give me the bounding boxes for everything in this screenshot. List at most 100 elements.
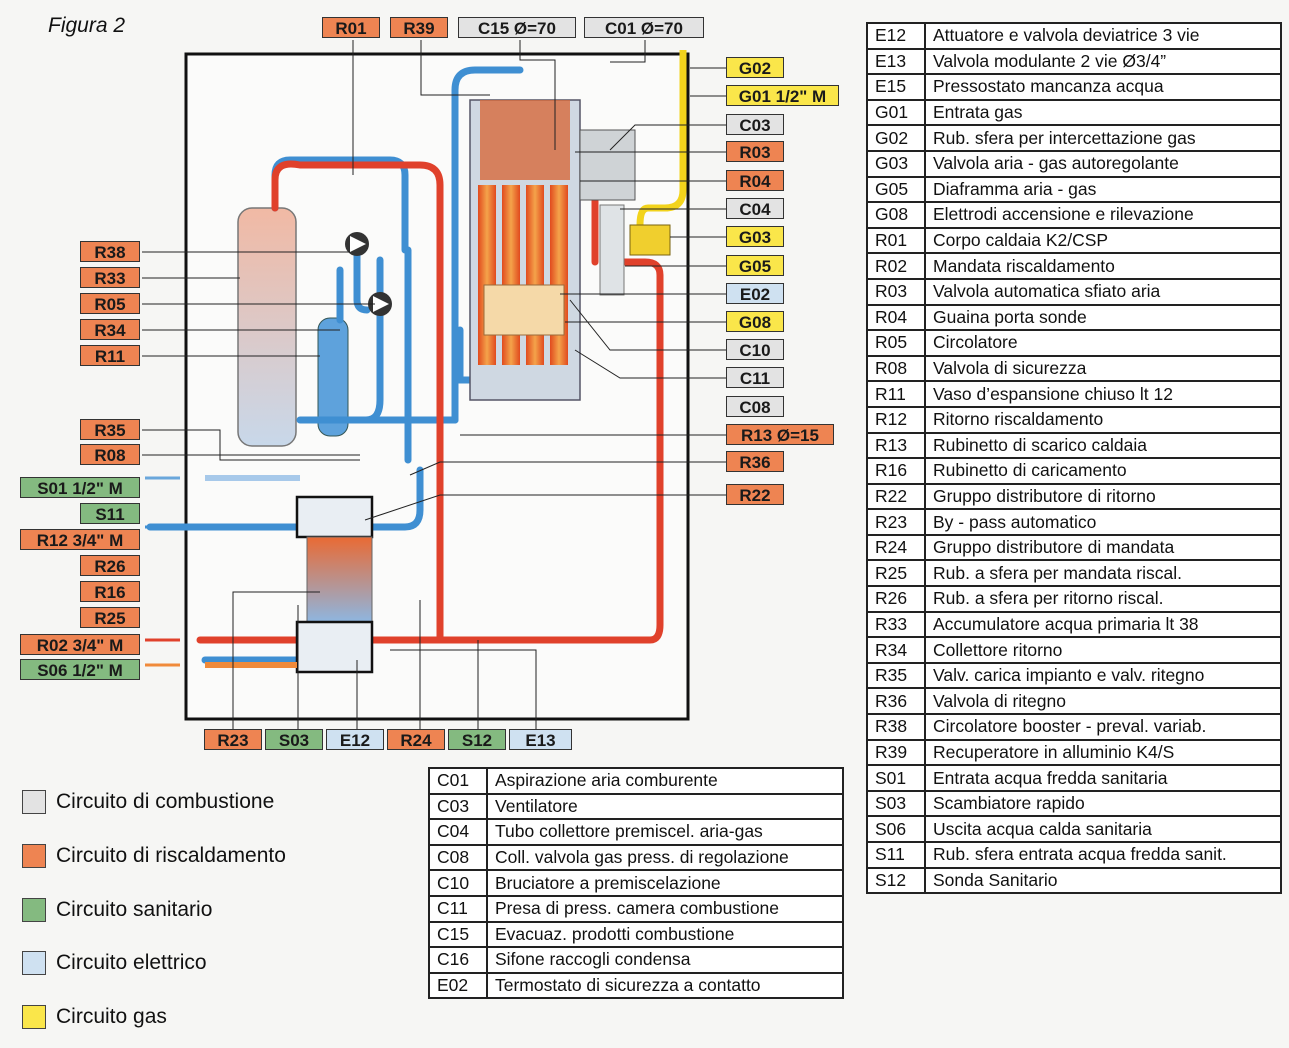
table-desc: Scambiatore rapido <box>924 789 1282 818</box>
table-code: E12 <box>866 22 926 50</box>
table-desc: Rubinetto di scarico caldaia <box>924 431 1282 460</box>
legend-swatch <box>22 1005 46 1029</box>
label-r01: R01 <box>322 17 380 38</box>
table-desc: Bruciatore a premiscelazione <box>486 869 844 897</box>
table-code: R25 <box>866 559 926 588</box>
table-desc: Aspirazione aria comburente <box>486 767 844 795</box>
recuperator <box>480 100 570 180</box>
distributor-flow <box>295 620 374 674</box>
expansion-vessel <box>317 317 349 437</box>
table-code: C04 <box>428 818 488 846</box>
label-r35: R35 <box>80 419 140 440</box>
legend-item-riscaldamento: Circuito di riscaldamento <box>22 840 362 870</box>
table-code: R23 <box>866 508 926 536</box>
table-code: R11 <box>866 380 926 408</box>
table-desc: Corpo caldaia K2/CSP <box>924 226 1282 255</box>
table-desc: Sifone raccogli condensa <box>486 946 844 974</box>
table-desc: Rub. sfera per intercettazione gas <box>924 124 1282 152</box>
legend-label: Circuito di riscaldamento <box>56 844 286 867</box>
table-code: R08 <box>866 354 926 383</box>
table-desc: Gruppo distributore di ritorno <box>924 482 1282 511</box>
distributor-return <box>295 495 374 539</box>
gas-pipe <box>636 50 687 240</box>
legend-item-gas: Circuito gas <box>22 1001 362 1031</box>
label-c03: C03 <box>726 114 784 135</box>
label-r04: R04 <box>726 170 784 191</box>
table-code: G02 <box>866 124 926 152</box>
legend-label: Circuito elettrico <box>56 951 207 974</box>
legend-swatch <box>22 790 46 814</box>
legend-label: Circuito sanitario <box>56 898 213 921</box>
table-desc: Termostato di sicurezza a contatto <box>486 971 844 1000</box>
table-code: R22 <box>866 482 926 511</box>
table-desc: Vaso d’espansione chiuso lt 12 <box>924 380 1282 408</box>
table-code: R04 <box>866 303 926 332</box>
label-r08: R08 <box>80 444 140 465</box>
label-s12: S12 <box>448 729 506 750</box>
label-r12: R12 3/4" M <box>20 529 140 550</box>
label-s06: S06 1/2" M <box>20 659 140 680</box>
table-code: R13 <box>866 431 926 460</box>
table-code: S12 <box>866 866 926 895</box>
legend-label: Circuito gas <box>56 1005 167 1028</box>
table-code: R16 <box>866 457 926 485</box>
label-c04: C04 <box>726 198 784 219</box>
table-desc: Elettrodi accensione e rilevazione <box>924 201 1282 229</box>
table-desc: By - pass automatico <box>924 508 1282 536</box>
label-s11: S11 <box>80 503 140 524</box>
table-desc: Recuperatore in alluminio K4/S <box>924 738 1282 767</box>
table-desc: Rubinetto di caricamento <box>924 457 1282 485</box>
table-code: R24 <box>866 533 926 562</box>
table-desc: Gruppo distributore di mandata <box>924 533 1282 562</box>
table-desc: Entrata acqua fredda sanitaria <box>924 764 1282 792</box>
table-desc: Circolatore booster - preval. variab. <box>924 713 1282 741</box>
table-code: R01 <box>866 226 926 255</box>
table-code: G05 <box>866 175 926 204</box>
label-c08: C08 <box>726 396 784 417</box>
plate-exchanger <box>306 536 373 623</box>
label-g08: G08 <box>726 311 784 332</box>
table-code: G08 <box>866 201 926 229</box>
table-desc: Valvola automatica sfiato aria <box>924 277 1282 306</box>
table-code: S11 <box>866 841 926 869</box>
table-code: R26 <box>866 585 926 613</box>
label-c01: C01 Ø=70 <box>584 17 704 38</box>
table-code: C16 <box>428 946 488 974</box>
table-code: E15 <box>866 73 926 101</box>
label-g01: G01 1/2" M <box>726 85 839 106</box>
burner <box>483 284 565 336</box>
legend-swatch <box>22 951 46 975</box>
label-c11: C11 <box>726 367 784 388</box>
label-e13: E13 <box>509 729 572 750</box>
label-r03: R03 <box>726 141 784 162</box>
label-g02: G02 <box>726 57 784 78</box>
table-desc: Mandata riscaldamento <box>924 252 1282 280</box>
table-code: R36 <box>866 687 926 716</box>
table-code: R38 <box>866 713 926 741</box>
label-r39: R39 <box>390 17 448 38</box>
table-code: R34 <box>866 636 926 664</box>
label-s03: S03 <box>265 729 323 750</box>
